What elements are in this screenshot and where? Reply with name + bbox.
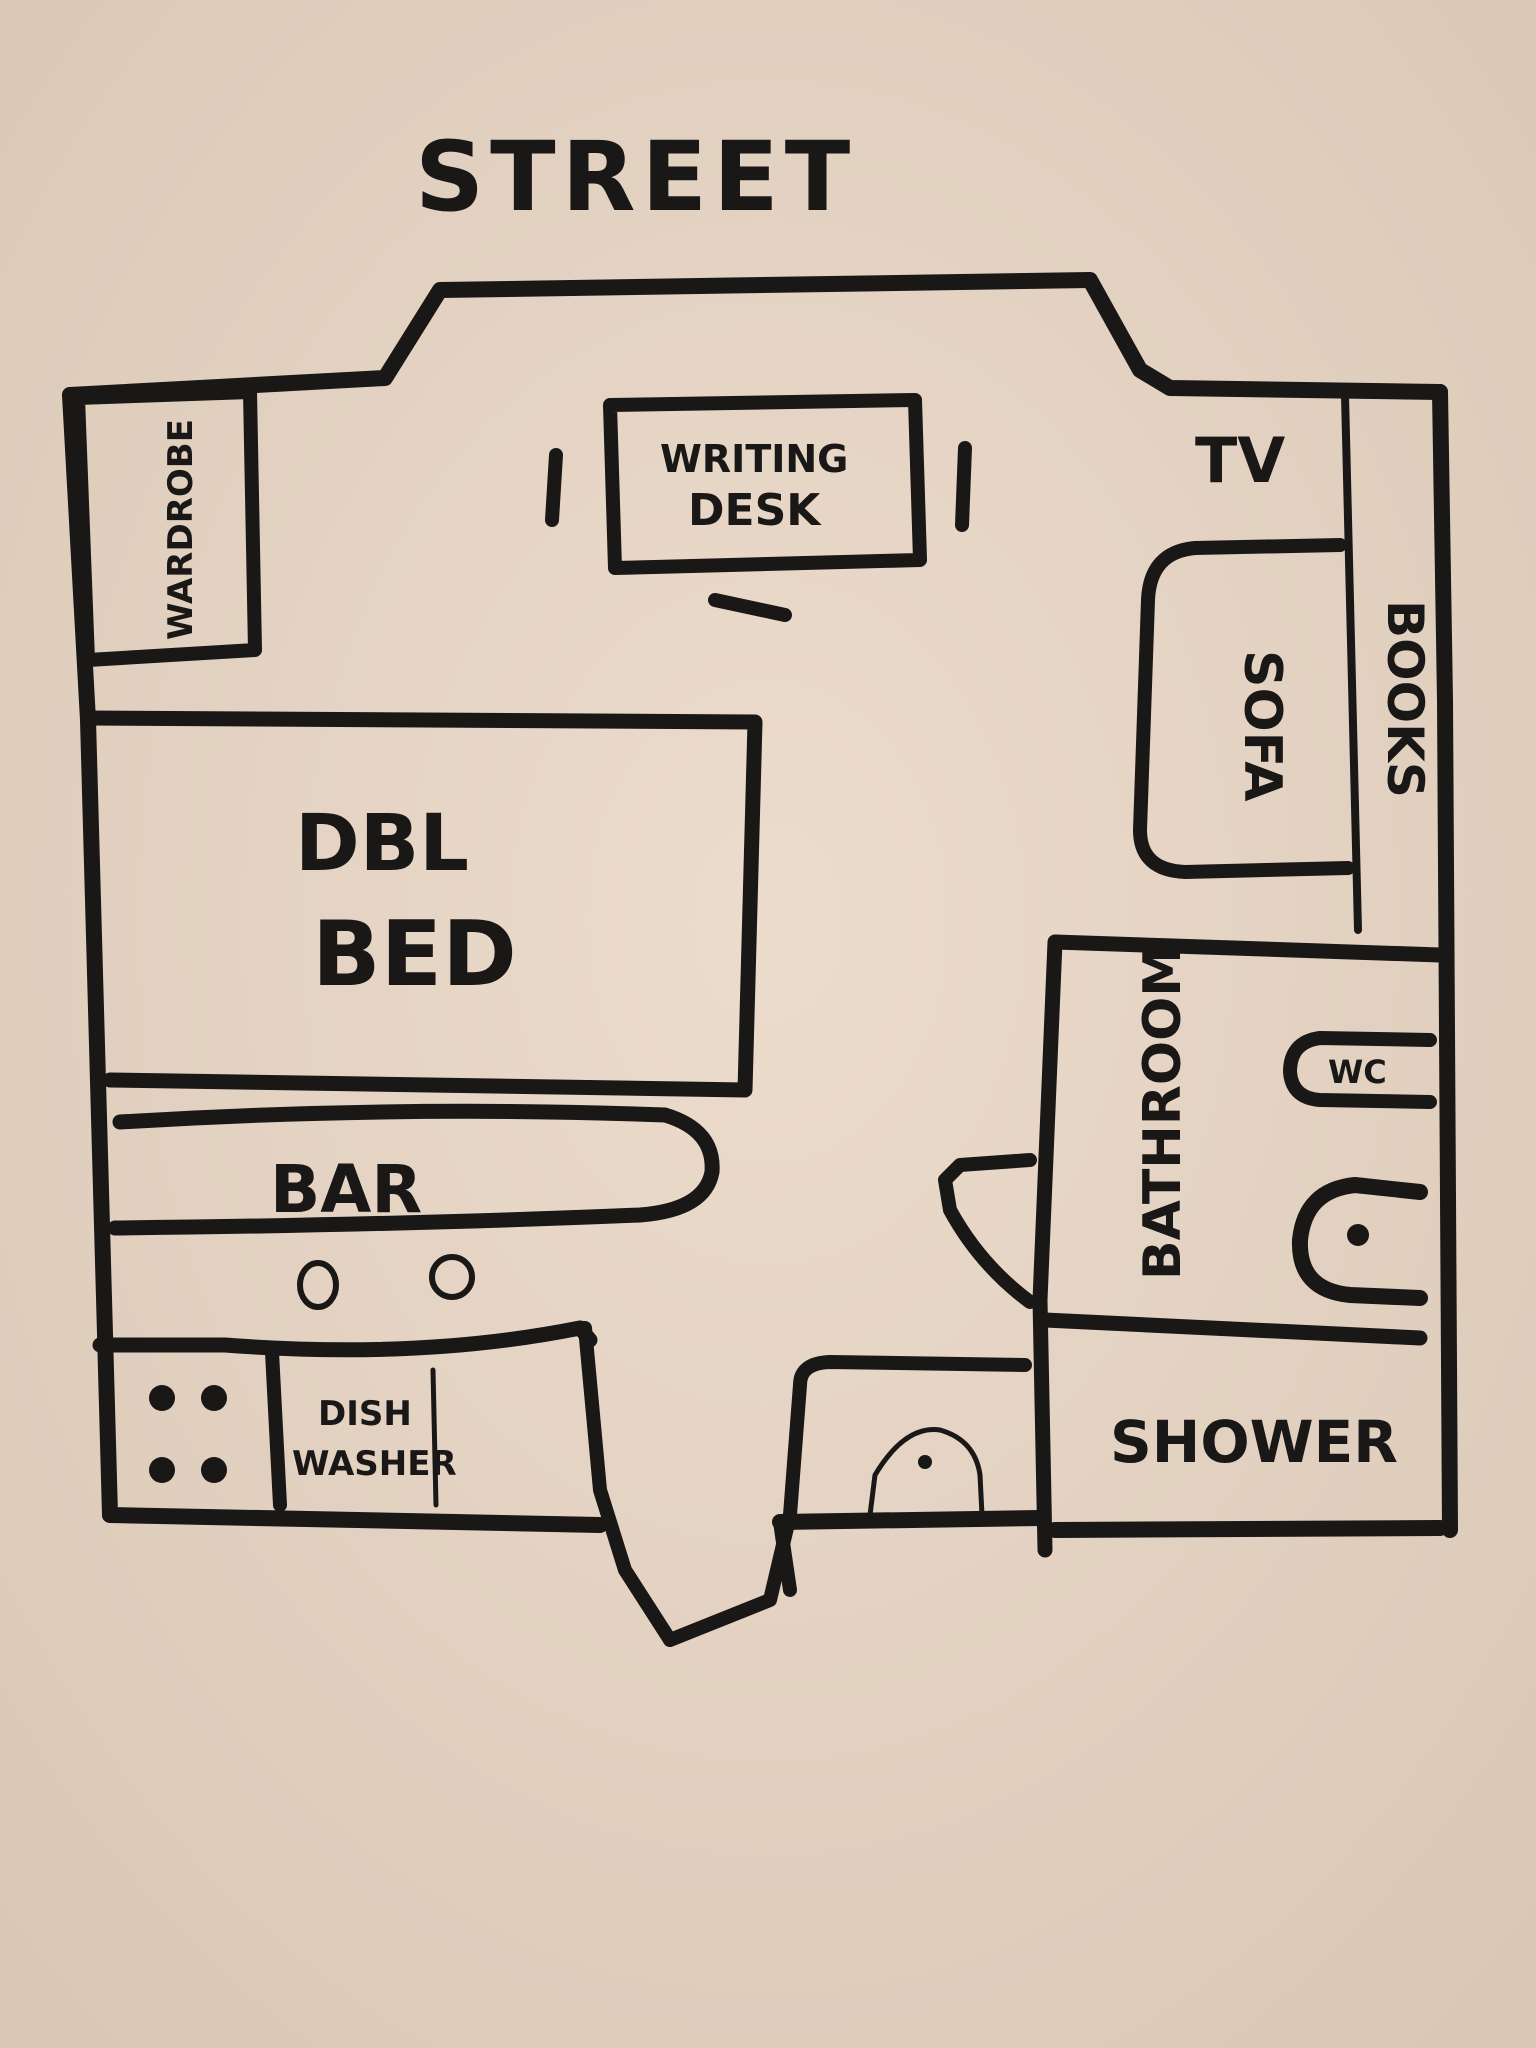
stove-burner [201, 1385, 227, 1411]
bathroom-walls [1032, 934, 1448, 1558]
sink [1291, 1177, 1428, 1306]
bathroom-label: BATHROOM [1133, 945, 1193, 1280]
books-label: BOOKS [1376, 600, 1434, 798]
kitchen-counter [92, 1320, 598, 1358]
shower-label: SHOWER [1110, 1408, 1398, 1476]
bar-counter: BAR [107, 1103, 720, 1236]
entry-closet [783, 1355, 1032, 1522]
tv-label: TV [1195, 424, 1285, 497]
double-bed-label-2: BED [312, 902, 517, 1007]
wardrobe-label: WARDROBE [161, 419, 201, 640]
wc: WC [1283, 1031, 1437, 1109]
stove-burner [201, 1457, 227, 1483]
bookshelf: BOOKS [1341, 391, 1434, 934]
street-label: STREET [415, 121, 856, 233]
double-bed-label-1: DBL [295, 799, 469, 889]
stove-burner [149, 1457, 175, 1483]
sofa-label: SOFA [1232, 650, 1292, 801]
wc-label: WC [1328, 1053, 1387, 1091]
stove-burner [149, 1385, 175, 1411]
double-bed: DBL BED [80, 710, 763, 1098]
bar-stools [297, 1254, 475, 1310]
dishwasher-label-1: DISH [318, 1394, 412, 1434]
writing-desk: WRITING DESK [603, 393, 927, 575]
stove [149, 1385, 227, 1483]
desk-chairs [545, 441, 972, 622]
wardrobe: WARDROBE [71, 385, 262, 667]
sofa: SOFA [1133, 538, 1355, 879]
entry-door [578, 1321, 797, 1647]
bar-label: BAR [270, 1151, 422, 1228]
writing-desk-label-2: DESK [688, 485, 822, 536]
writing-desk-label-1: WRITING [660, 437, 848, 481]
bathroom-door-swing [938, 1153, 1037, 1309]
kitchen-dividers [265, 1345, 439, 1512]
dishwasher-label-2: WASHER [292, 1444, 457, 1484]
